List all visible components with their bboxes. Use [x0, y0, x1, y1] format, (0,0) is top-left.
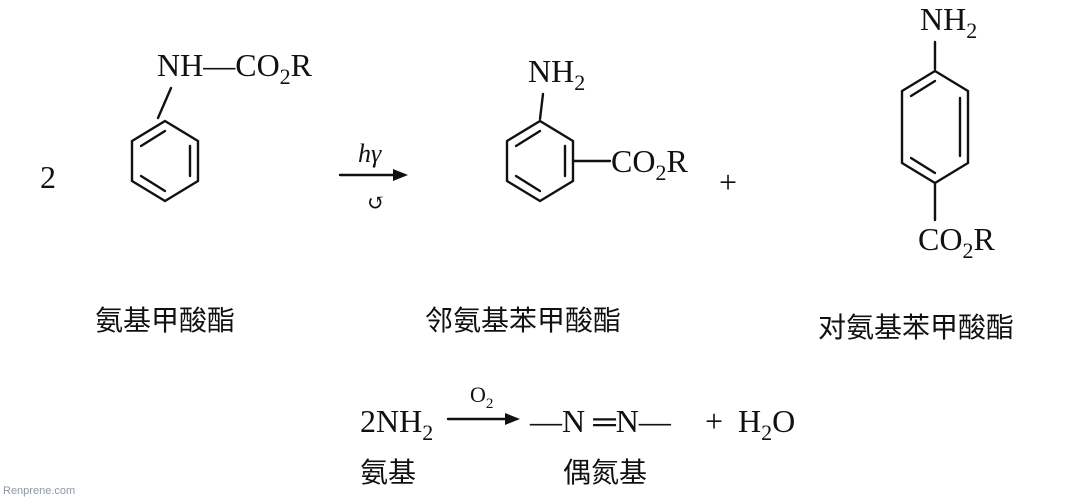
- carbamate-structure: NH—CO2R: [130, 47, 313, 203]
- plus-sign-2: +: [705, 403, 723, 439]
- para-product-name: 对氨基苯甲酸酯: [818, 311, 1014, 344]
- reaction-arrow-1: hγ ↺: [338, 139, 408, 215]
- benzene-ring: [130, 119, 200, 203]
- watermark: Renprene.com: [3, 485, 75, 497]
- amine-reactant: 2NH2: [360, 403, 433, 445]
- arrowhead: [393, 169, 408, 181]
- carbamate-substituent: NH—CO2R: [157, 47, 313, 89]
- carbamate-name: 氨基甲酸酯: [95, 304, 235, 337]
- para-ester-group: CO2R: [918, 221, 995, 263]
- ortho-aminobenzoate-structure: NH2 CO2R: [505, 53, 688, 203]
- water: H2O: [738, 403, 795, 445]
- ortho-amine-group: NH2: [528, 53, 585, 95]
- plus-sign: +: [719, 164, 737, 200]
- ortho-ester-group: CO2R: [611, 143, 688, 185]
- azo-formation-reaction: 2NH2 O2 —N ═N— + H2O: [360, 382, 795, 445]
- arrowhead: [505, 413, 520, 425]
- ortho-product-name: 邻氨基苯甲酸酯: [425, 304, 621, 337]
- arrow-condition-oxygen: O2: [470, 382, 493, 412]
- azo-group: —N ═N—: [529, 403, 672, 439]
- azo-group-name: 偶氮基: [563, 456, 647, 489]
- arrow-condition-rearrangement: ↺: [367, 190, 385, 215]
- arrow-condition-light: hγ: [358, 139, 382, 168]
- para-amine-group: NH2: [920, 1, 977, 43]
- para-aminobenzoate-structure: NH2 CO2R: [900, 1, 995, 263]
- benzene-ring: [900, 69, 970, 185]
- stoichiometric-coefficient: 2: [40, 159, 56, 195]
- benzene-ring: [505, 119, 575, 203]
- amine-group-name: 氨基: [360, 456, 416, 489]
